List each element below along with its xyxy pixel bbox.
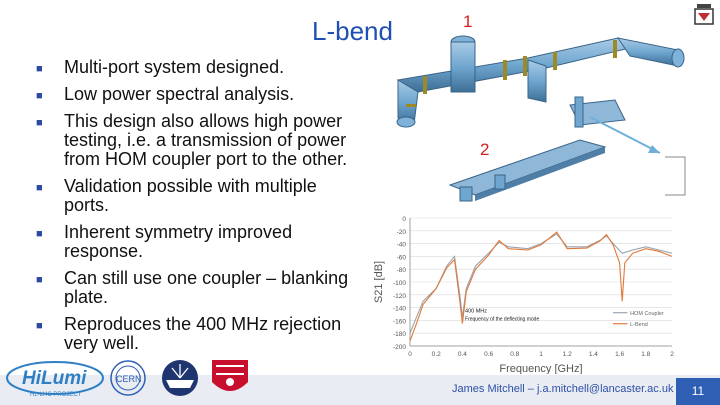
x-tick-label: 0 xyxy=(408,351,412,358)
chart-annotation: Frequency of the deflecting mode xyxy=(465,317,539,323)
y-tick-label: 0 xyxy=(402,216,406,223)
x-tick-label: 1.8 xyxy=(641,351,650,358)
bullet-icon: ■ xyxy=(36,228,43,240)
bullet-icon: ■ xyxy=(36,274,43,286)
svg-text:CERN: CERN xyxy=(116,374,142,384)
bullet-text: Validation possible with multiple ports. xyxy=(64,176,317,215)
x-tick-label: 0.8 xyxy=(510,351,519,358)
y-tick-label: -40 xyxy=(397,242,407,249)
bullet-text: Low power spectral analysis. xyxy=(64,84,295,104)
bullet-icon: ■ xyxy=(36,63,43,75)
bullet-text: Inherent symmetry improved response. xyxy=(64,222,293,261)
svg-text:HiLumi: HiLumi xyxy=(22,368,87,389)
y-tick-label: -200 xyxy=(393,344,406,351)
partner-logos: HiLumi HL-LHC PROJECT CERN xyxy=(6,360,248,398)
bullet-text: Reproduces the 400 MHz rejection very we… xyxy=(64,314,342,353)
bullet-text: Can still use one coupler – blanking pla… xyxy=(64,268,349,307)
coupler-plate-model-image xyxy=(448,96,686,202)
y-tick-label: -100 xyxy=(393,280,406,287)
y-tick-label: -80 xyxy=(397,267,407,274)
y-tick-label: -180 xyxy=(393,331,406,338)
page-number: 11 xyxy=(676,378,720,405)
x-tick-label: 0.2 xyxy=(432,351,441,358)
label-two: 2 xyxy=(480,140,490,159)
bullet-item: ■ Can still use one coupler – blanking pl… xyxy=(36,269,366,307)
bullet-icon: ■ xyxy=(36,90,43,102)
y-tick-label: -160 xyxy=(393,318,406,325)
bullet-icon: ■ xyxy=(36,182,43,194)
bullet-item: ■ This design also allows high power test… xyxy=(36,112,366,169)
y-axis-label: S21 [dB] xyxy=(373,261,385,303)
bullet-text: This design also allows high power testi… xyxy=(64,111,348,169)
x-tick-label: 0.6 xyxy=(484,351,493,358)
bullet-icon: ■ xyxy=(36,117,43,129)
lancaster-shield-icon xyxy=(212,360,248,391)
x-tick-label: 2 xyxy=(670,351,674,358)
y-tick-label: -140 xyxy=(393,306,406,313)
brand-logo-icon xyxy=(694,4,714,25)
x-tick-label: 1.6 xyxy=(615,351,624,358)
bullet-item: ■ Multi-port system designed. xyxy=(36,58,366,77)
bullet-text: Multi-port system designed. xyxy=(64,57,285,77)
label-one: 1 xyxy=(463,12,473,31)
bullet-icon: ■ xyxy=(36,320,43,332)
footer-band xyxy=(0,375,720,405)
x-tick-label: 1.2 xyxy=(563,351,572,358)
x-axis-label: Frequency [GHz] xyxy=(499,363,582,374)
legend-label: L-Bend xyxy=(630,322,648,328)
bullet-item: ■ Low power spectral analysis. xyxy=(36,85,366,104)
series-line-hom-coupler xyxy=(409,233,673,334)
cern-logo-icon: CERN xyxy=(110,360,146,396)
hilumi-logo-icon: HiLumi HL-LHC PROJECT xyxy=(6,361,104,398)
y-tick-label: -20 xyxy=(397,229,407,236)
x-tick-label: 1.4 xyxy=(589,351,598,358)
bullet-list: ■ Multi-port system designed. ■ Low power … xyxy=(36,58,366,361)
chart-annotation: 400 MHz xyxy=(465,309,487,315)
series-line-l-bend xyxy=(409,231,673,342)
bullet-item: ■ Reproduces the 400 MHz rejection very w… xyxy=(36,315,366,353)
y-tick-label: -120 xyxy=(393,293,406,300)
legend-label: HOM Coupler xyxy=(630,311,664,317)
bullet-item: ■ Validation possible with multiple ports… xyxy=(36,177,366,215)
bullet-item: ■ Inherent symmetry improved response. xyxy=(36,223,366,261)
footer-author: James Mitchell – j.a.mitchell@lancaster.… xyxy=(452,383,674,395)
x-tick-label: 0.4 xyxy=(458,351,467,358)
cockcroft-logo-icon xyxy=(162,360,198,396)
svg-text:HL-LHC PROJECT: HL-LHC PROJECT xyxy=(30,392,82,398)
chart-background xyxy=(368,210,684,374)
slide-title: L-bend xyxy=(312,16,393,46)
x-tick-label: 1 xyxy=(539,351,543,358)
l-bend-model-image xyxy=(396,35,685,128)
y-tick-label: -60 xyxy=(397,254,407,261)
